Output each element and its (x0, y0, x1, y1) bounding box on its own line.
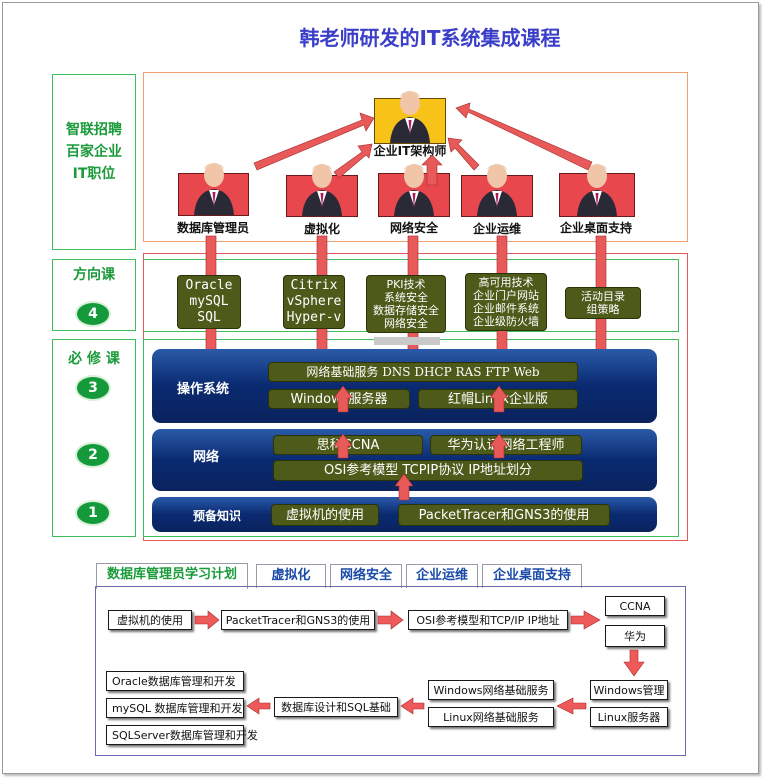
direction-item: Citrix (290, 278, 338, 293)
role-photo-desktop (559, 164, 635, 217)
direction-label: 方向课 (73, 267, 115, 283)
direction-item: SQL (197, 310, 221, 325)
tab-dba-plan[interactable]: 数据库管理员学习计划 (96, 563, 248, 589)
role-label-operations: 企业运维 (472, 222, 521, 236)
step-badge-4: 4 (75, 301, 111, 327)
direction-item: Oracle (185, 278, 233, 293)
role-label-desktop: 企业桌面支持 (559, 221, 632, 235)
plan-step-mysql: mySQL 数据库管理和开发 (106, 698, 244, 718)
direction-item: 网络安全 (384, 317, 428, 330)
role-label-virtualization: 虚拟化 (303, 222, 340, 236)
direction-box-security: PKI技术 系统安全 数据存储安全 网络安全 (366, 275, 446, 333)
page-title: 韩老师研发的IT系统集成课程 (299, 26, 561, 50)
plan-step-osi: OSI参考模型和TCP/IP IP地址 (408, 610, 568, 630)
os-item-network-services: 网络基础服务 DNS DHCP RAS FTP Web (268, 362, 578, 382)
network-item-osi: OSI参考模型 TCPIP协议 IP地址划分 (273, 460, 583, 481)
recruit-line: IT职位 (72, 166, 116, 182)
prep-item-packettracer: PacketTracer和GNS3的使用 (398, 504, 610, 526)
direction-item: 组策略 (586, 303, 620, 316)
layer-os-label: 操作系统 (177, 382, 230, 397)
tab-virtualization[interactable]: 虚拟化 (256, 564, 326, 588)
role-photo-virtualization (286, 164, 358, 217)
layer-prep-label: 预备知识 (193, 509, 242, 523)
direction-item: vSphere (286, 294, 342, 309)
direction-item: 系统安全 (384, 291, 428, 304)
role-photo-dba (178, 163, 249, 216)
plan-step-packettracer: PacketTracer和GNS3的使用 (221, 610, 375, 630)
step-badge-1: 1 (75, 500, 111, 526)
plan-step-db-design: 数据库设计和SQL基础 (274, 697, 398, 717)
step-badge-2: 2 (75, 442, 111, 468)
role-label-architect: 企业IT架构师 (373, 144, 447, 158)
tab-security[interactable]: 网络安全 (330, 564, 402, 588)
required-label: 必 修 课 (68, 351, 120, 367)
plan-step-sqlserver: SQLServer数据库管理和开发 (106, 725, 258, 745)
person-icon (577, 164, 617, 216)
recruit-box: 智联招聘 百家企业 IT职位 (52, 74, 136, 250)
direction-item: 企业级防火墙 (473, 315, 539, 328)
role-label-dba: 数据库管理员 (176, 221, 249, 235)
recruit-line: 智联招聘 (66, 122, 122, 138)
prep-item-vm: 虚拟机的使用 (271, 504, 379, 526)
direction-item: mySQL (189, 294, 229, 309)
tab-desktop[interactable]: 企业桌面支持 (482, 564, 582, 588)
plan-step-linux-server: Linux服务器 (590, 707, 668, 727)
layer-network-label: 网络 (193, 450, 220, 465)
direction-item: 数据存储安全 (373, 304, 439, 317)
architect-photo (374, 91, 446, 144)
direction-box (52, 259, 136, 331)
recruit-line: 百家企业 (66, 144, 122, 160)
person-icon (193, 163, 234, 215)
plan-step-windows-network: Windows网络基础服务 (428, 680, 554, 700)
gray-bar (374, 337, 440, 345)
plan-step-huawei: 华为 (605, 625, 665, 647)
person-icon (394, 164, 434, 216)
person-icon (477, 164, 517, 216)
direction-item: 高可用技术 (478, 276, 534, 289)
direction-box-operations: 高可用技术 企业门户网站 企业邮件系统 企业级防火墙 (465, 273, 547, 331)
direction-box-database: Oracle mySQL SQL (177, 275, 241, 329)
direction-item: 企业门户网站 (473, 289, 539, 302)
direction-item: 活动目录 (581, 290, 625, 303)
direction-item: 企业邮件系统 (473, 302, 539, 315)
role-photo-security (378, 164, 450, 217)
layer-os (152, 349, 657, 423)
role-label-security: 网络安全 (389, 221, 438, 235)
direction-item: Hyper-v (286, 310, 342, 325)
plan-step-ccna: CCNA (605, 596, 665, 616)
tab-operations[interactable]: 企业运维 (406, 564, 478, 588)
required-box (52, 339, 136, 537)
direction-box-desktop: 活动目录 组策略 (565, 287, 641, 319)
person-icon (390, 91, 430, 143)
study-plan-panel (95, 586, 686, 756)
direction-item: PKI技术 (386, 278, 426, 291)
person-icon (302, 164, 342, 216)
plan-step-vm: 虚拟机的使用 (108, 610, 192, 630)
step-badge-3: 3 (75, 375, 111, 401)
plan-step-oracle: Oracle数据库管理和开发 (106, 671, 244, 691)
role-photo-operations (461, 164, 533, 217)
plan-step-windows-admin: Windows管理 (590, 680, 668, 700)
direction-box-virtualization: Citrix vSphere Hyper-v (283, 275, 345, 329)
plan-step-linux-network: Linux网络基础服务 (428, 707, 554, 727)
